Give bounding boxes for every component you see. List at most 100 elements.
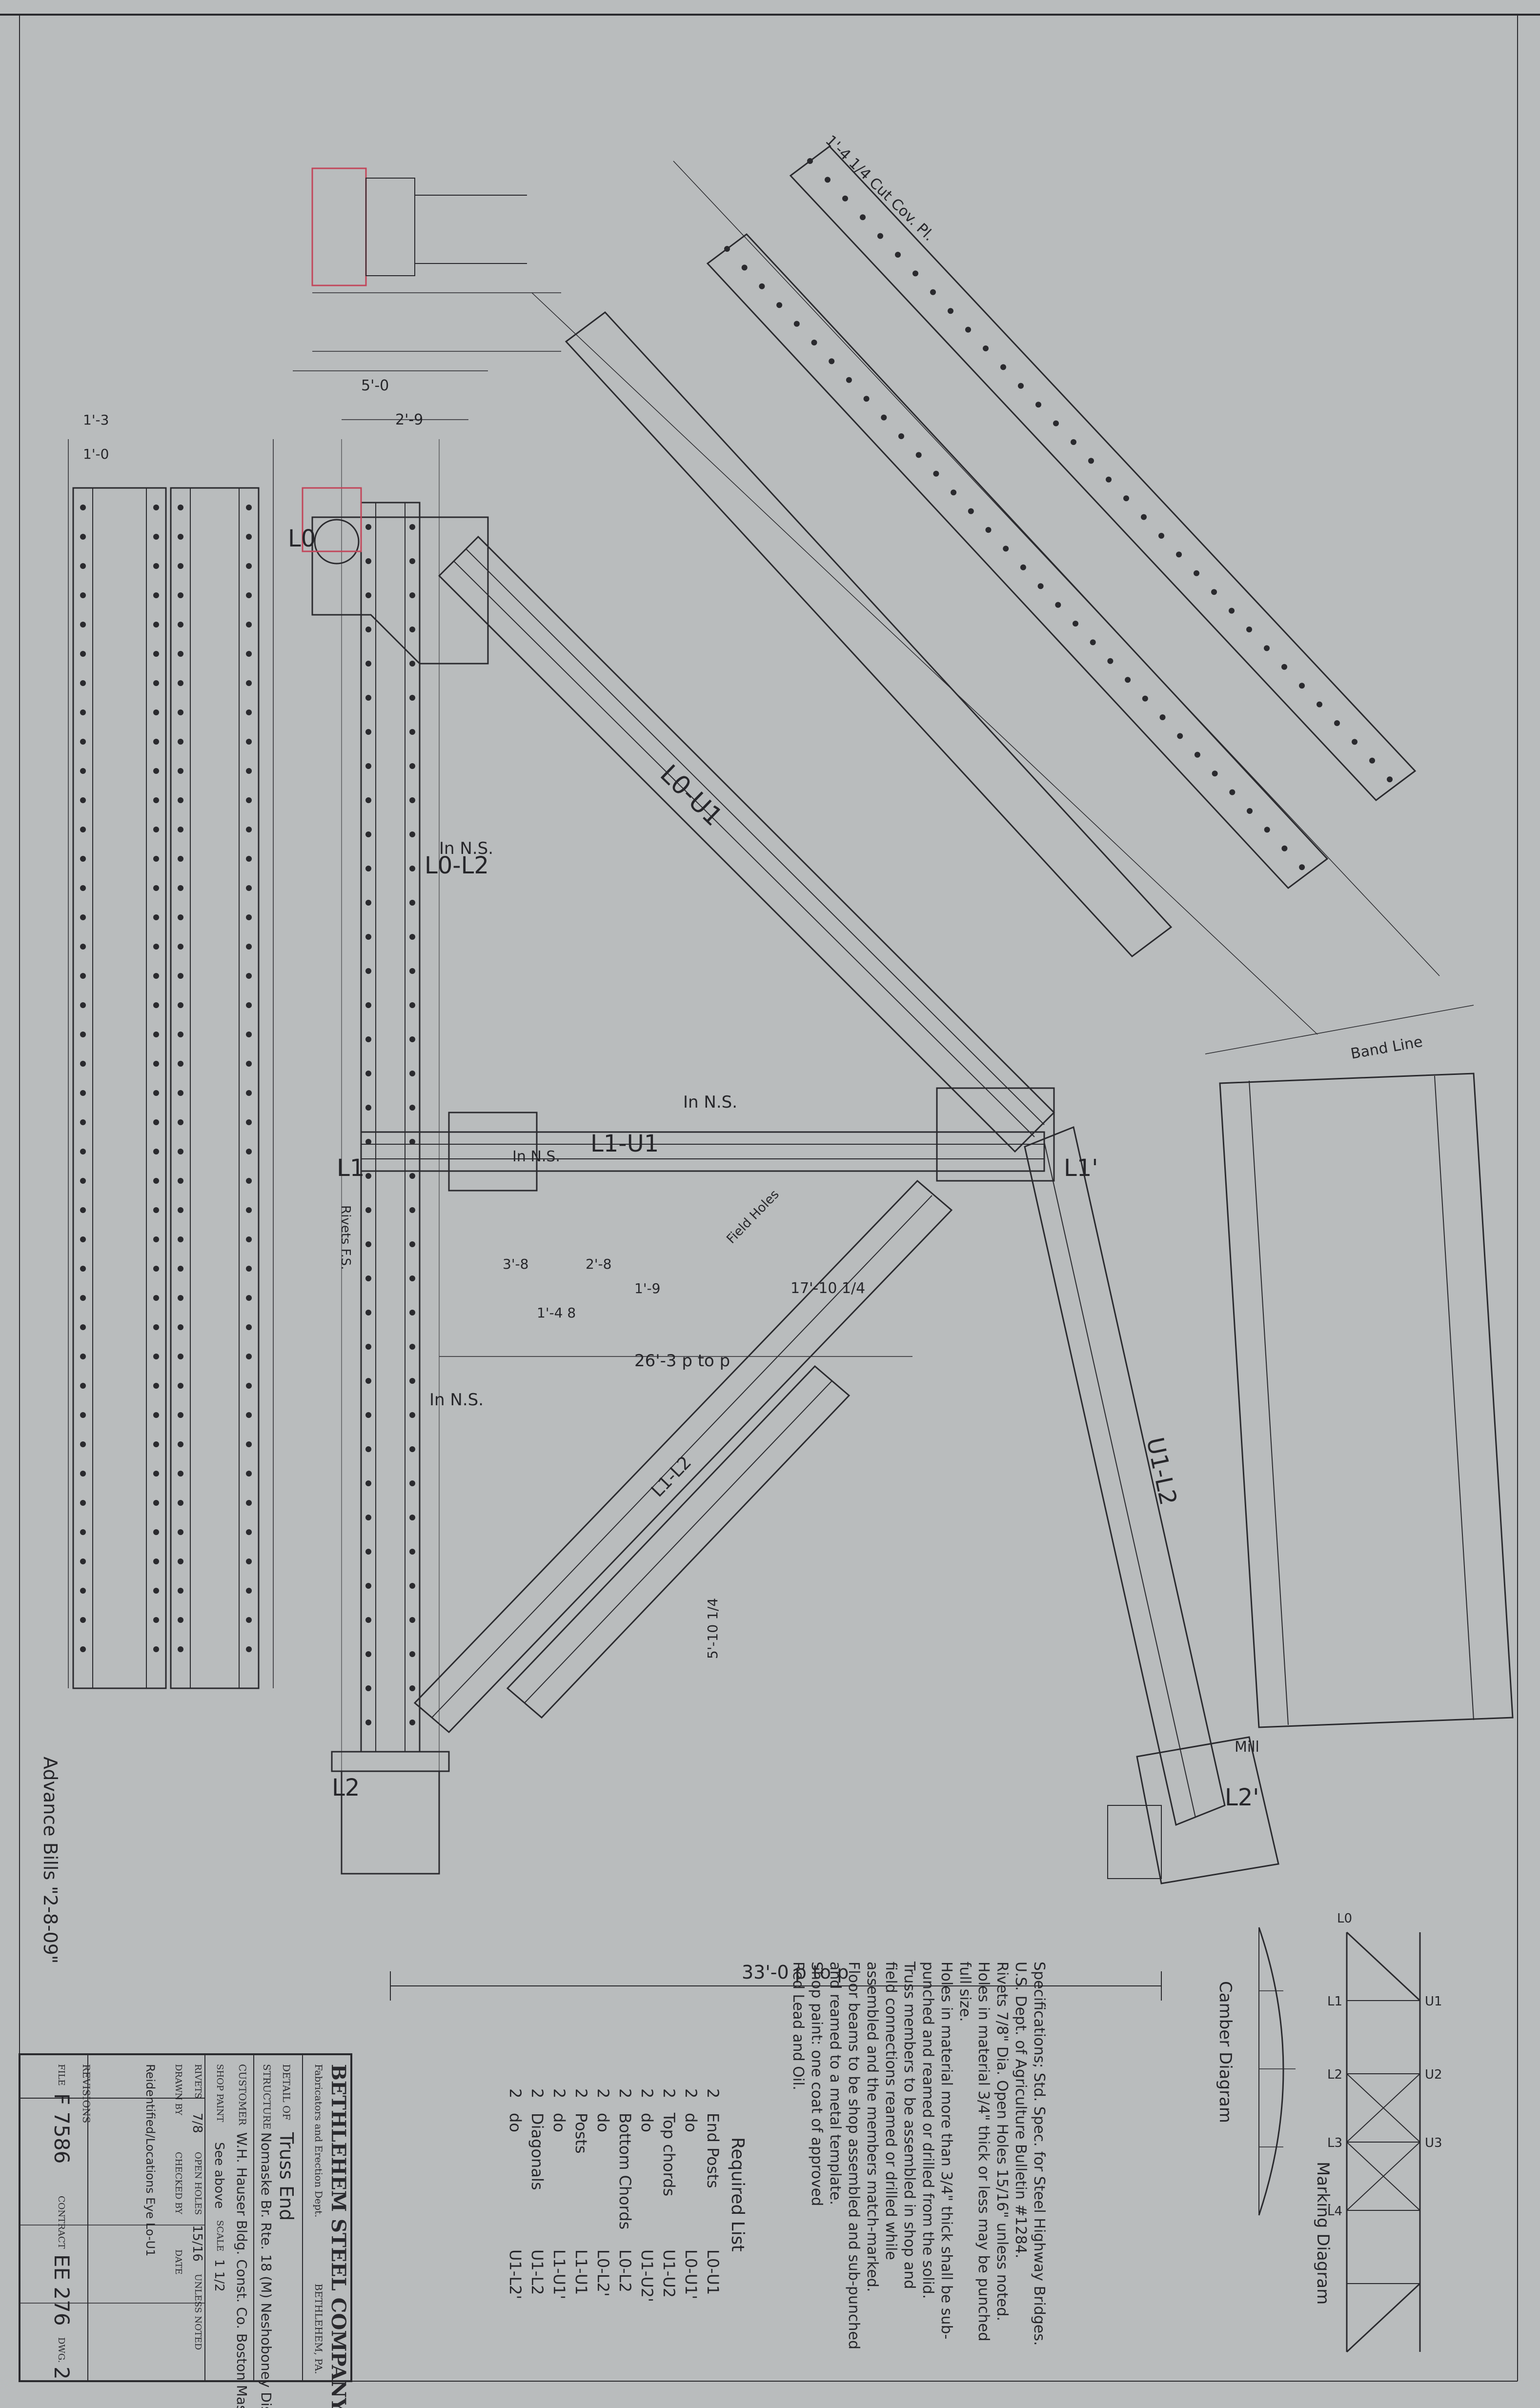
rivet-dot [80, 1529, 86, 1535]
vertical-chord-main [331, 439, 450, 1875]
rivet-dot [80, 885, 86, 891]
rivet-dot [178, 505, 183, 510]
req-qty: 2 [594, 2088, 612, 2098]
rivet-dot [1247, 808, 1253, 814]
dim-1-0: 1'-0 [83, 446, 109, 462]
rivet-dot [246, 1354, 252, 1359]
label-l1: L1 [337, 1154, 365, 1182]
rivet-dot [409, 1071, 415, 1076]
rivet-dot [246, 856, 252, 862]
rivet-dot [365, 1344, 371, 1350]
rivet-dot [881, 414, 887, 421]
rivet-dot [365, 1685, 371, 1691]
dim-3-8: 3'-8 [503, 1256, 528, 1272]
rivet-dot [178, 827, 183, 832]
detail-label: DETAIL OF [281, 2064, 292, 2120]
dim-1-4-8: 1'-4 8 [537, 1305, 576, 1321]
rivet-dot [1281, 664, 1287, 670]
rivet-dot [365, 1583, 371, 1589]
rivet-dot [409, 1139, 415, 1145]
rivet-dot [153, 1412, 159, 1418]
rivet-dot [409, 1173, 415, 1179]
req-item: Diagonals [528, 2113, 547, 2190]
rivet-dot [246, 622, 252, 627]
rivet-dot [178, 1412, 183, 1418]
rivet-dot [246, 680, 252, 686]
rivet-dot [153, 1529, 159, 1535]
rivet-dot [930, 289, 936, 295]
file-label: FILE [56, 2064, 66, 2086]
rivet-dot [178, 1119, 183, 1125]
rivet-dot [1018, 383, 1024, 389]
dim-1-9: 1'-9 [634, 1280, 660, 1296]
marking-l3: L3 [1327, 2136, 1342, 2150]
rivet-dot [178, 1500, 183, 1506]
rivet-dot [409, 627, 415, 632]
rivet-dot [409, 1412, 415, 1418]
label-l2e: L2' [1225, 1784, 1259, 1811]
req-mark: U1-U2' [638, 2249, 656, 2302]
rivet-dot [1264, 645, 1270, 651]
req-mark: L0-U1 [704, 2249, 722, 2295]
rivet-dot [153, 1471, 159, 1477]
rivet-dot [912, 270, 918, 277]
rivet-dot [409, 831, 415, 837]
rivet-dot [178, 1090, 183, 1096]
rivet-dot [153, 1002, 159, 1008]
rivet-dot [80, 739, 86, 745]
spec-line: Holes in material more than 3/4" thick s… [938, 1962, 955, 2339]
rivet-dot [153, 885, 159, 891]
req-mark: U1-L2 [528, 2249, 547, 2295]
rivet-dot [409, 900, 415, 906]
rivet-dot [365, 831, 371, 837]
rivet-dot [153, 534, 159, 540]
rivet-dot [246, 1032, 252, 1037]
rivet-dot [178, 739, 183, 745]
rivet-dot [153, 1617, 159, 1623]
dim-5-10: 5'-10 1/4 [705, 1598, 721, 1659]
rivet-dot [409, 1515, 415, 1520]
rivet-dot [1141, 514, 1147, 520]
rivet-dot [178, 1471, 183, 1477]
rivet-dot [80, 1207, 86, 1213]
rivet-dot [1176, 551, 1182, 558]
rivet-dot [1194, 751, 1200, 758]
rivet-dot [80, 680, 86, 686]
bottom-chord-elevation [68, 439, 274, 1689]
rivet-dot [409, 1344, 415, 1350]
rivet-dot [829, 358, 835, 364]
rivet-dot [759, 283, 765, 289]
rivet-dot [246, 768, 252, 774]
rivet-dot [80, 1149, 86, 1154]
note-field-holes: Field Holes [724, 1187, 782, 1247]
rivet-dot [80, 827, 86, 832]
rivet-dot [153, 1383, 159, 1389]
rivet-dot [365, 1071, 371, 1076]
label-l0: L0 [288, 525, 316, 552]
rivet-dot [365, 1275, 371, 1281]
rivet-dot [246, 797, 252, 803]
open-holes-value: 15/16 [190, 2225, 204, 2262]
rivet-dot [246, 505, 252, 510]
rivet-dot [153, 1119, 159, 1125]
rivet-dot [365, 1446, 371, 1452]
rivet-dot [178, 944, 183, 950]
rivet-dot [1020, 564, 1026, 570]
rivet-dot [409, 1446, 415, 1452]
spec-line: Holes in material 3/4" thick or less may… [975, 1962, 992, 2341]
rivet-dot [178, 1236, 183, 1242]
shop-paint-label: SHOP PAINT [215, 2064, 225, 2122]
rivet-dot [80, 1500, 86, 1506]
rivet-dot [178, 651, 183, 657]
spec-line: Truss members to be assembled in shop an… [901, 1961, 918, 2289]
rivet-dot [153, 1090, 159, 1096]
spec-line: U.S. Dept. of Agriculture Bulletin #1284… [1012, 1962, 1029, 2258]
rivet-dot [246, 1266, 252, 1272]
rivet-dot [80, 797, 86, 803]
rivet-dot [178, 1646, 183, 1652]
company-sub-right: BETHLEHEM, PA. [313, 2284, 324, 2374]
rivet-dot [80, 944, 86, 950]
rivet-dot [80, 1032, 86, 1037]
rivet-dot [409, 866, 415, 871]
rivet-dot [1037, 583, 1044, 589]
